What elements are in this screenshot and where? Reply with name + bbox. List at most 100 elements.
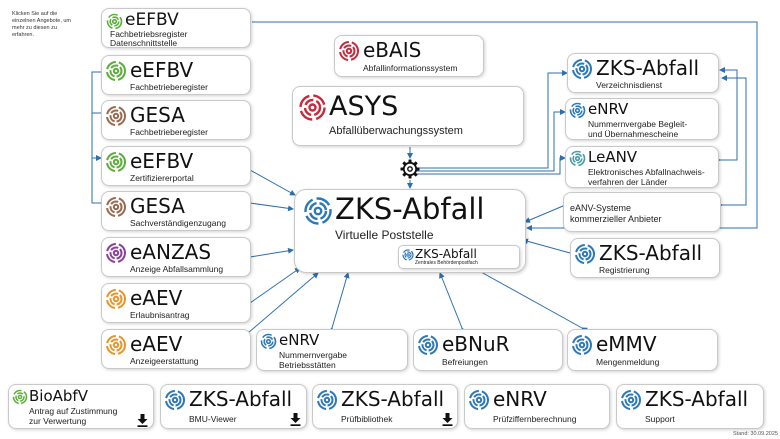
instruction-hint: Klicken Sie auf die einzelnen Angebote, … xyxy=(12,11,72,39)
node-subtitle: Antrag auf Zustimmung xyxy=(29,406,118,416)
node-subtitle: Virtuelle Poststelle xyxy=(335,228,434,242)
node-subtitle: Verzeichnisdienst xyxy=(596,80,663,90)
swirl-red-icon xyxy=(339,41,359,61)
node-subtitle: Nummernvergabe Begleit- xyxy=(588,119,688,129)
arrow-gear-leanv xyxy=(416,155,566,175)
node-eanzas[interactable]: eANZAS Anzeige Abfallsammlung xyxy=(101,237,251,277)
node-subtitle-2: kommerzieller Anbieter xyxy=(570,214,662,224)
node-title: ZKS-Abfall xyxy=(599,241,703,265)
arrow-eaev-anz xyxy=(242,272,319,339)
node-title: eEFBV xyxy=(125,10,179,30)
arrow-eanv-verz xyxy=(717,75,747,208)
node-subtitle: Nummernvergabe xyxy=(279,350,348,360)
node-title: eNRV xyxy=(279,331,320,349)
node-asys[interactable]: ASYS Abfallüberwachungssystem xyxy=(292,86,524,146)
arrow-zks-reg xyxy=(522,238,576,258)
node-eanv-systeme[interactable]: eANV-Systeme kommerzieller Anbieter xyxy=(563,192,721,232)
node-gesa-sachverstaendigenzugang[interactable]: GESA Sachverständigenzugang xyxy=(101,191,251,231)
node-subtitle: Zentrales Behördenpostfach xyxy=(415,260,478,266)
node-subtitle: Support xyxy=(645,414,675,424)
swirl-green-icon xyxy=(106,61,126,81)
node-bioabfv[interactable]: BioAbfV Antrag auf Zustimmung zur Verwer… xyxy=(8,384,154,429)
node-zks-pruefbibliothek[interactable]: ZKS-Abfall Prüfbibliothek xyxy=(312,384,458,429)
swirl-blue-icon xyxy=(572,335,592,355)
swirl-blue-icon xyxy=(575,244,595,264)
node-subtitle: Registrierung xyxy=(599,265,650,275)
node-title: eBAIS xyxy=(363,38,422,62)
node-leanv[interactable]: LeANV Elektronisches Abfallnachweis- ver… xyxy=(565,146,719,188)
node-title: eNRV xyxy=(493,387,547,411)
swirl-green-icon xyxy=(12,389,28,405)
swirl-blue-icon xyxy=(317,390,337,410)
node-subtitle-2: zur Verwertung xyxy=(29,416,87,426)
arrow-eefbv-zert xyxy=(244,164,296,196)
node-enrv-begleitscheine[interactable]: eNRV Nummernvergabe Begleit- und Übernah… xyxy=(565,98,719,140)
download-icon[interactable] xyxy=(442,413,453,426)
node-subtitle: Abfallinformationssystem xyxy=(363,63,458,73)
node-subtitle-2: Datenschnittstelle xyxy=(110,38,178,48)
node-title: LeANV xyxy=(588,148,638,166)
node-eefbv-fachbetrieberegister[interactable]: eEFBV Fachbetrieberegister xyxy=(101,55,251,95)
swirl-blue-icon xyxy=(165,390,185,410)
node-gesa-fachbetrieberegister[interactable]: GESA Fachbetrieberegister xyxy=(101,100,251,140)
node-subtitle: Zertifiziererportal xyxy=(130,173,194,183)
download-icon[interactable] xyxy=(290,413,301,426)
node-title: ZKS-Abfall xyxy=(645,387,749,411)
node-zks-behoerdenpostfach[interactable]: ZKS-Abfall Zentrales Behördenpostfach xyxy=(398,245,520,269)
node-zks-abfall-virtuelle-poststelle[interactable]: ZKS-Abfall Virtuelle Poststelle ZKS-Abfa… xyxy=(294,189,526,273)
swirl-green-icon xyxy=(106,13,123,30)
node-eaev-erlaubnisantrag[interactable]: eAEV Erlaubnisantrag xyxy=(101,283,251,323)
date-stamp: Stand: 30.09.2025 xyxy=(733,431,778,437)
swirl-teal-icon xyxy=(569,150,586,167)
node-ebais[interactable]: eBAIS Abfallinformationssystem xyxy=(334,35,484,77)
node-title: BioAbfV xyxy=(29,387,88,405)
node-ebnur[interactable]: eBNuR Befreiungen xyxy=(413,329,563,371)
node-emmv[interactable]: eMMV Mengenmeldung xyxy=(567,329,718,371)
swirl-blue-icon xyxy=(469,390,489,410)
node-title: eEFBV xyxy=(130,58,194,82)
node-title: ASYS xyxy=(329,91,399,122)
arrow-ebnur xyxy=(439,272,467,334)
node-title: ZKS-Abfall xyxy=(415,247,477,261)
node-zks-registrierung[interactable]: ZKS-Abfall Registrierung xyxy=(570,238,720,278)
node-title: ZKS-Abfall xyxy=(341,387,445,411)
arrow-leanv-verz xyxy=(715,67,738,163)
node-subtitle-2: Betriebsstätten xyxy=(279,360,336,370)
node-subtitle: Prüfbibliothek xyxy=(341,414,393,424)
arrow-gear-enrv xyxy=(416,109,566,172)
node-title: eEFBV xyxy=(130,149,194,173)
node-title: eMMV xyxy=(596,332,657,356)
swirl-blue-icon xyxy=(418,335,438,355)
node-title: ZKS-Abfall xyxy=(596,56,700,80)
node-subtitle: Anzeige Abfallsammlung xyxy=(130,264,224,274)
swirl-blue-icon xyxy=(572,59,592,79)
node-enrv-pruefziffernberechnung[interactable]: eNRV Prüfziffernberechnung xyxy=(464,384,610,429)
node-subtitle: Anzeigeerstattung xyxy=(130,356,199,366)
arrow-gesa-sach-join xyxy=(91,113,101,204)
node-eefbv-zertifiziererportal[interactable]: eEFBV Zertifiziererportal xyxy=(101,146,251,186)
swirl-blue-icon xyxy=(304,197,332,225)
swirl-purple-icon xyxy=(106,243,126,263)
node-zks-bmu-viewer[interactable]: ZKS-Abfall BMU-Viewer xyxy=(160,384,307,429)
node-title: eAEV xyxy=(130,332,183,356)
node-eefbv-datenschnittstelle[interactable]: eEFBV Fachbetriebsregister Datenschnitts… xyxy=(101,8,251,48)
node-subtitle: Prüfziffernberechnung xyxy=(493,414,577,424)
node-subtitle: Fachbetriebsregister xyxy=(110,29,188,39)
arrow-gesa-reg-join xyxy=(91,112,101,114)
node-zks-verzeichnisdienst[interactable]: ZKS-Abfall Verzeichnisdienst xyxy=(567,53,719,93)
node-enrv-betriebsstaetten[interactable]: eNRV Nummernvergabe Betriebsstätten xyxy=(256,329,408,371)
node-title: GESA xyxy=(130,103,185,127)
node-subtitle: BMU-Viewer xyxy=(189,414,237,424)
node-subtitle: Mengenmeldung xyxy=(596,357,660,367)
arrow-eaev-erl xyxy=(244,267,301,309)
arrow-eefbv-reg-zert xyxy=(91,69,106,161)
node-eaev-anzeigeerstattung[interactable]: eAEV Anzeigeerstattung xyxy=(101,329,251,369)
node-zks-support[interactable]: ZKS-Abfall Support xyxy=(616,384,764,429)
download-icon[interactable] xyxy=(137,414,148,427)
node-title: ZKS-Abfall xyxy=(335,192,485,226)
node-title: eBNuR xyxy=(442,332,510,356)
swirl-orange-icon xyxy=(106,289,126,309)
arrow-gesa-sach xyxy=(244,199,294,212)
swirl-orange-icon xyxy=(106,335,126,355)
swirl-brown-icon xyxy=(106,197,126,217)
